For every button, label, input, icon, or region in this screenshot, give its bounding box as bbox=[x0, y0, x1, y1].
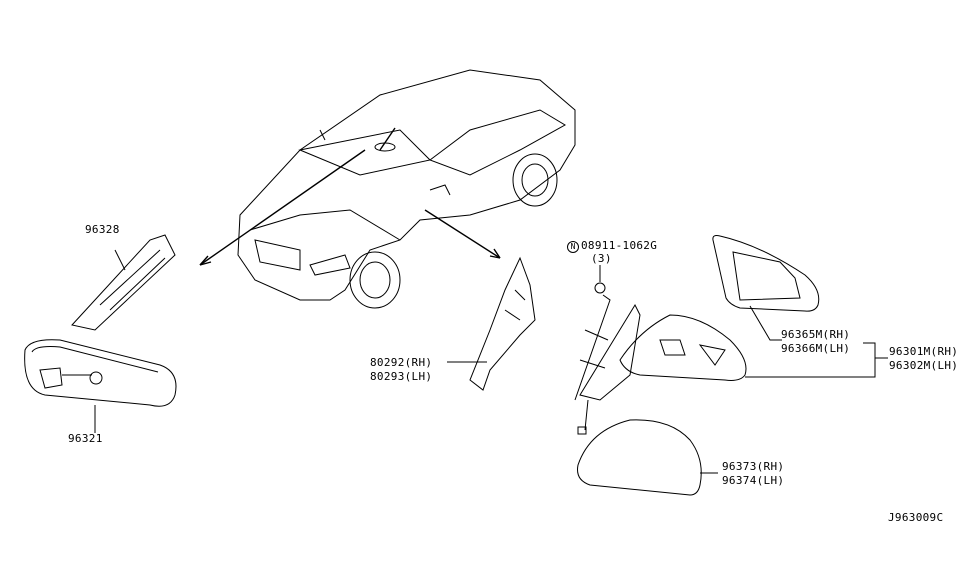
vehicle-illustration bbox=[237, 69, 576, 309]
callout-96302m[interactable]: 96302M(LH) bbox=[889, 359, 959, 372]
diagram-code: J963009C bbox=[888, 511, 944, 524]
callout-96321[interactable]: 96321 bbox=[68, 432, 103, 445]
callout-96301m[interactable]: 96301M(RH) bbox=[889, 345, 959, 358]
inner-mirror-bracket-drawing bbox=[71, 234, 176, 331]
callout-80292[interactable]: 80292(RH) bbox=[370, 356, 433, 369]
inner-mirror-drawing bbox=[24, 339, 177, 433]
mirror-glass-drawing bbox=[712, 235, 820, 341]
callout-96366m[interactable]: 96366M(LH) bbox=[781, 342, 851, 355]
screw-quantity: (3) bbox=[591, 252, 612, 265]
callout-80293[interactable]: 80293(LH) bbox=[370, 370, 433, 383]
callout-96373[interactable]: 96373(RH) bbox=[722, 460, 785, 473]
corner-finisher-drawing bbox=[447, 256, 536, 391]
screw-drawing bbox=[574, 265, 611, 401]
door-mirror-drawing bbox=[577, 303, 888, 435]
callout-96328[interactable]: 96328 bbox=[85, 223, 120, 236]
callout-96374[interactable]: 96374(LH) bbox=[722, 474, 785, 487]
mirror-cover-drawing bbox=[577, 419, 718, 496]
callout-08911-1062g[interactable]: 08911-1062G bbox=[581, 239, 658, 252]
pointer-arrows bbox=[199, 127, 501, 266]
n-symbol-icon: N bbox=[567, 241, 579, 253]
callout-96365m[interactable]: 96365M(RH) bbox=[781, 328, 851, 341]
